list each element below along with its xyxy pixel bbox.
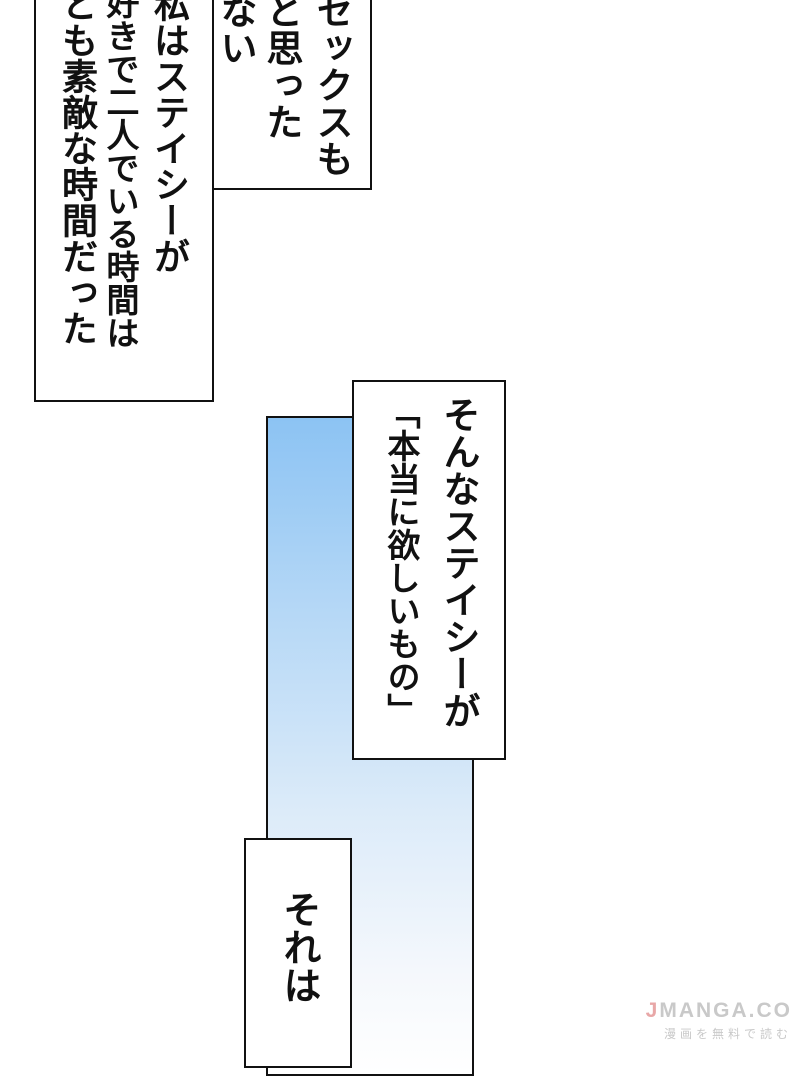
speech-col: そんなステイシーが [437, 396, 480, 729]
speech-col: 好きで二人でいる時間は [101, 0, 140, 349]
watermark-tagline: 漫画を無料で読む [663, 1027, 792, 1041]
speech-col: とも素敵な時間 [56, 0, 97, 238]
speech-box-middle [352, 380, 506, 760]
speech-col: それは [277, 890, 321, 1004]
speech-col: と思った [260, 0, 303, 140]
speech-col: 「本当に欲しいもの」 [382, 396, 421, 726]
speech-box-top-left [34, 0, 214, 402]
speech-col: だった [56, 238, 97, 346]
speech-col: ない [214, 0, 257, 66]
watermark: JMANGA.CO 漫画を無料で読む [646, 999, 792, 1042]
watermark-brand: JMANGA.CO [645, 999, 792, 1022]
speech-box-bottom [244, 838, 352, 1068]
speech-col: 私はステイシーが [148, 0, 189, 274]
speech-box-top-right [210, 0, 372, 190]
speech-col: セックスも [310, 0, 353, 177]
